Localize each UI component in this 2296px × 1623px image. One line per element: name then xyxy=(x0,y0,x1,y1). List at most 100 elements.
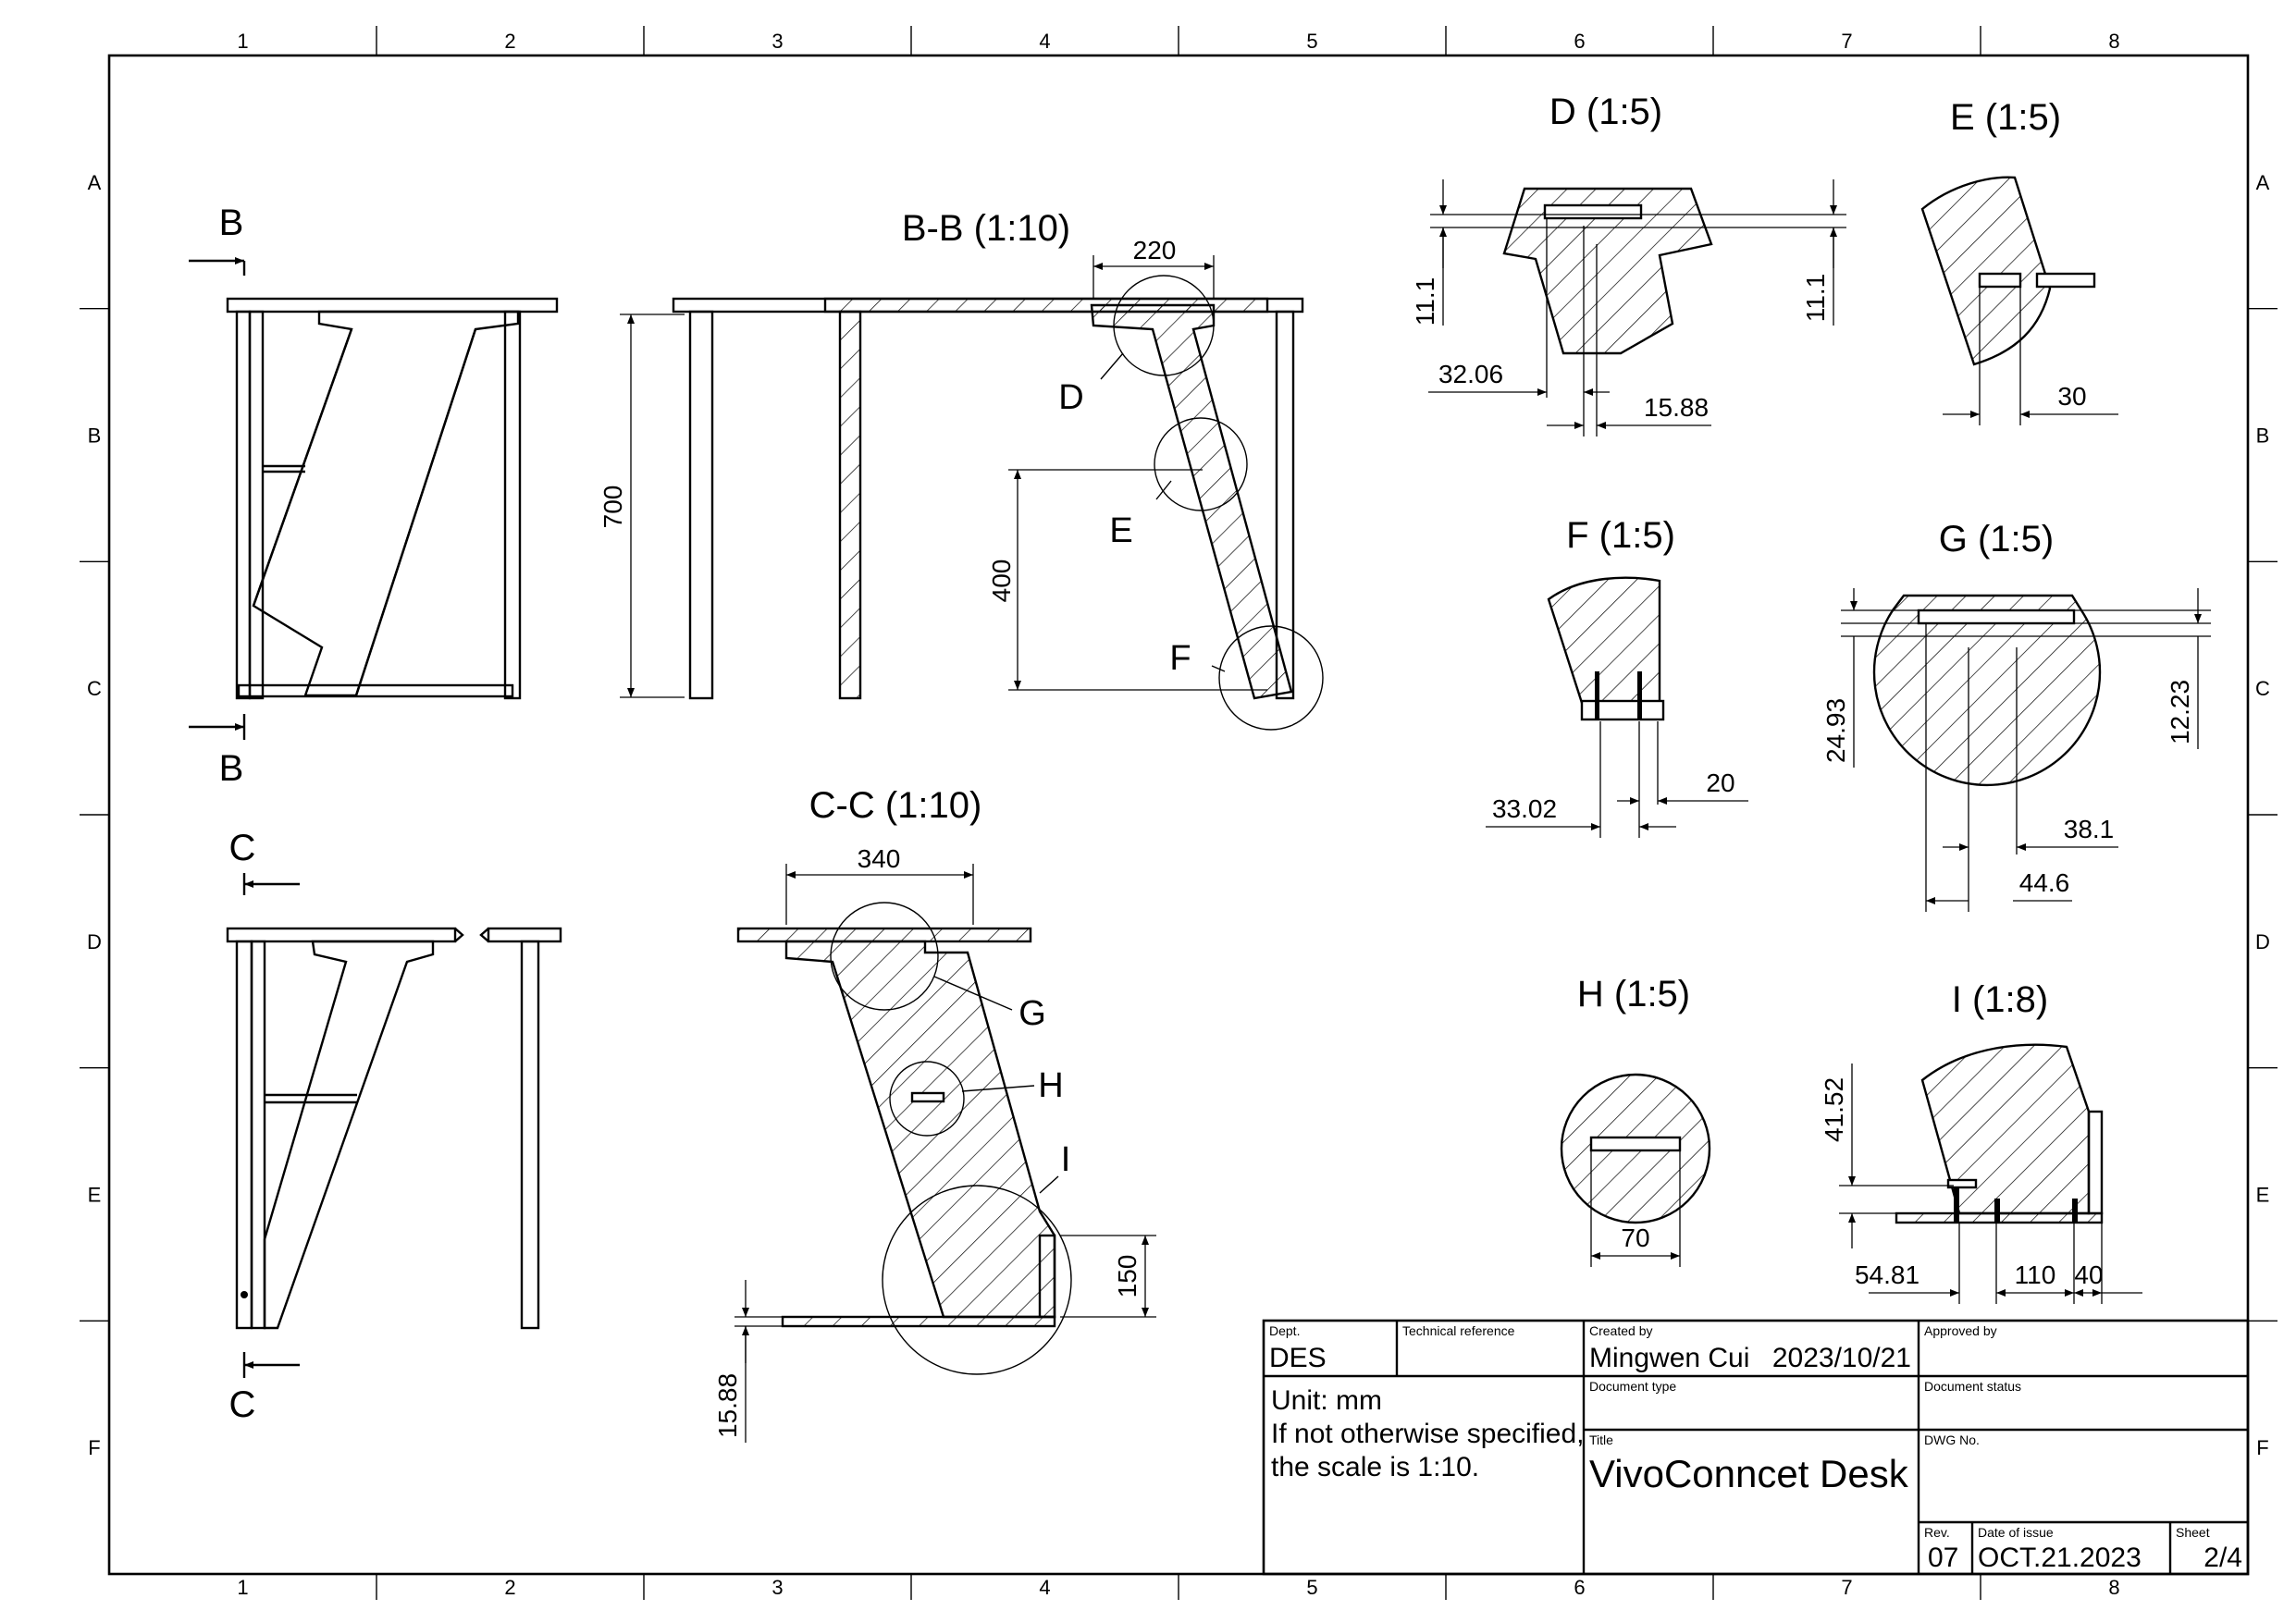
zone-col-label-top: 3 xyxy=(772,30,783,53)
dim-d-11-1-left: 11.1 xyxy=(1411,277,1439,326)
cut-label-b-top: B xyxy=(219,203,244,243)
dim-340: 340 xyxy=(858,844,901,873)
detail-f: F (1:5) 33.02 20 xyxy=(1486,515,1748,838)
detail-e: E (1:5) 30 xyxy=(1920,97,2118,425)
dim-400: 400 xyxy=(987,559,1016,603)
zone-col-label-top: 5 xyxy=(1306,30,1317,53)
zone-row-label-left: D xyxy=(87,930,102,953)
zone-col-label-top: 8 xyxy=(2108,30,2119,53)
rev-value: 07 xyxy=(1928,1543,1958,1573)
detail-d: D (1:5) 11.1 11.1 32.06 15.88 xyxy=(1411,92,1846,436)
dim-e-30: 30 xyxy=(2057,382,2086,411)
zone-col-label-top: 2 xyxy=(504,30,515,53)
title-block: Dept. DES Technical reference Created by… xyxy=(1262,1319,2250,1576)
zone-row-label-right: F xyxy=(2256,1436,2268,1459)
dim-g-44-6: 44.6 xyxy=(2019,868,2070,897)
cut-label-c-bottom: C xyxy=(229,1384,256,1425)
view-title-f: F (1:5) xyxy=(1566,515,1675,556)
front-view-b: B B xyxy=(189,203,559,789)
view-title-i: I (1:8) xyxy=(1952,979,2048,1020)
doc-type-caption: Document type xyxy=(1589,1379,1676,1394)
section-c-c: C-C (1:10) G H I 340 150 15.88 xyxy=(713,785,1156,1443)
dim-220: 220 xyxy=(1133,236,1177,264)
view-title-h: H (1:5) xyxy=(1577,974,1690,1014)
issue-date-value: OCT.21.2023 xyxy=(1978,1543,2142,1573)
zone-col-label-bottom: 3 xyxy=(772,1576,783,1599)
zone-col-label-bottom: 2 xyxy=(504,1576,515,1599)
detail-label-d: D xyxy=(1058,378,1083,417)
dim-i-41-52: 41.52 xyxy=(1820,1077,1848,1142)
zone-row-label-left: C xyxy=(87,677,102,700)
zone-col-label-top: 7 xyxy=(1841,30,1852,53)
dim-g-24-93: 24.93 xyxy=(1821,698,1850,763)
zone-col-label-bottom: 6 xyxy=(1574,1576,1585,1599)
doc-status-caption: Document status xyxy=(1924,1379,2021,1394)
dim-d-11-1-right: 11.1 xyxy=(1801,274,1830,322)
zone-row-label-left: A xyxy=(88,171,102,194)
dim-h-70: 70 xyxy=(1621,1223,1649,1252)
view-title-e: E (1:5) xyxy=(1950,97,2061,138)
zone-col-label-top: 6 xyxy=(1574,30,1585,53)
dim-i-110: 110 xyxy=(2015,1260,2056,1289)
zone-row-label-right: B xyxy=(2256,424,2270,448)
drawing-title: VivoConncet Desk xyxy=(1589,1452,1909,1495)
dim-i-40: 40 xyxy=(2074,1260,2103,1289)
detail-label-g: G xyxy=(1018,994,1046,1033)
dim-i-54-81: 54.81 xyxy=(1855,1260,1920,1289)
rev-caption: Rev. xyxy=(1924,1525,1950,1540)
zone-col-label-bottom: 5 xyxy=(1306,1576,1317,1599)
zone-row-label-right: D xyxy=(2255,930,2270,953)
created-by-value: Mingwen Cui xyxy=(1589,1343,1749,1373)
created-by-caption: Created by xyxy=(1589,1323,1652,1338)
view-title-g: G (1:5) xyxy=(1939,519,2054,559)
cut-label-c-top: C xyxy=(229,828,256,868)
created-date-value: 2023/10/21 xyxy=(1772,1343,1911,1373)
issue-caption: Date of issue xyxy=(1978,1525,2054,1540)
view-title-c-c: C-C (1:10) xyxy=(809,785,982,826)
zone-col-label-bottom: 8 xyxy=(2108,1576,2119,1599)
tech-ref-caption: Technical reference xyxy=(1402,1323,1515,1338)
dim-d-15-88: 15.88 xyxy=(1644,393,1709,422)
view-title-b-b: B-B (1:10) xyxy=(902,208,1070,249)
dim-f-33-02: 33.02 xyxy=(1492,794,1557,823)
dim-15-88: 15.88 xyxy=(713,1373,742,1438)
view-title-d: D (1:5) xyxy=(1549,92,1662,132)
approved-by-caption: Approved by xyxy=(1924,1323,1997,1338)
detail-label-i: I xyxy=(1061,1140,1071,1179)
sheet-caption: Sheet xyxy=(2176,1525,2210,1540)
zone-col-label-bottom: 1 xyxy=(237,1576,248,1599)
dept-caption: Dept. xyxy=(1269,1323,1300,1338)
dept-value: DES xyxy=(1269,1343,1327,1373)
title-caption: Title xyxy=(1589,1432,1613,1447)
zone-col-label-top: 4 xyxy=(1039,30,1050,53)
dwg-caption: DWG No. xyxy=(1924,1432,1980,1447)
zone-col-label-bottom: 4 xyxy=(1039,1576,1050,1599)
zone-row-label-left: F xyxy=(88,1436,100,1459)
dim-700: 700 xyxy=(599,486,627,529)
detail-h: H (1:5) 70 xyxy=(1560,974,1711,1267)
detail-label-e: E xyxy=(1109,511,1132,550)
note-line-2: If not otherwise specified, xyxy=(1271,1419,1585,1449)
dim-f-20: 20 xyxy=(1706,768,1734,797)
zone-col-label-top: 1 xyxy=(237,30,248,53)
zone-row-label-left: B xyxy=(88,424,102,448)
detail-label-h: H xyxy=(1038,1066,1063,1105)
zone-row-label-right: A xyxy=(2256,171,2270,194)
note-line-1: Unit: mm xyxy=(1271,1385,1382,1416)
cut-label-b-bottom: B xyxy=(219,748,244,789)
note-line-3: the scale is 1:10. xyxy=(1271,1452,1479,1482)
dim-d-32-06: 32.06 xyxy=(1438,360,1503,388)
section-b-b: B-B (1:10) D E F 220 700 400 xyxy=(599,208,1324,731)
sheet-value: 2/4 xyxy=(2203,1543,2242,1573)
detail-g: G (1:5) 24.93 12.23 38.1 44.6 xyxy=(1821,519,2211,912)
dim-g-38-1: 38.1 xyxy=(2064,815,2115,843)
zone-col-label-bottom: 7 xyxy=(1841,1576,1852,1599)
side-view-c: C C xyxy=(226,828,562,1425)
detail-i: I (1:8) 41.52 54.81 110 40 xyxy=(1820,979,2142,1304)
zone-row-label-right: C xyxy=(2255,677,2270,700)
detail-label-f: F xyxy=(1169,639,1191,678)
dim-g-12-23: 12.23 xyxy=(2166,680,2194,744)
zone-row-label-left: E xyxy=(88,1184,102,1207)
